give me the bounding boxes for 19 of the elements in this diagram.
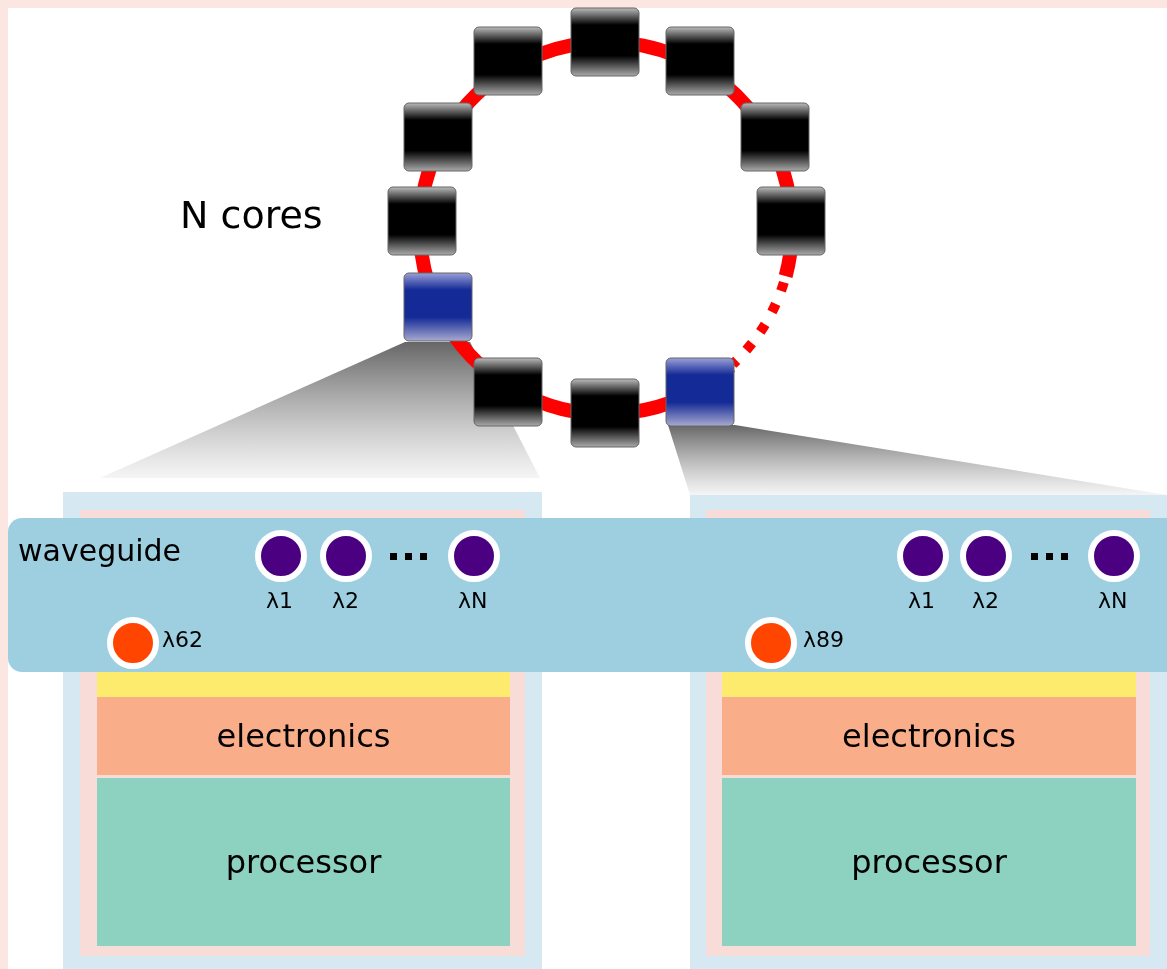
node-label: processor [225, 846, 382, 878]
cores-label: N cores [180, 196, 323, 234]
node-label: electronics [216, 720, 391, 752]
wavelength-label: λ2 [972, 590, 1000, 612]
wavelength-label: λN [1098, 590, 1128, 612]
waveguide-band [8, 518, 1167, 672]
wavelength-label: λN [458, 590, 488, 612]
wavelength-label: λ62 [162, 629, 203, 651]
processor-block [722, 778, 1136, 946]
wavelength-label: λ1 [266, 590, 294, 612]
electronics-layer [97, 697, 510, 775]
processor-block [97, 778, 510, 946]
wavelength-label: λ1 [908, 590, 936, 612]
wavelength-label: λ89 [803, 629, 844, 651]
electronics-layer [722, 697, 1136, 775]
node-label: processor [851, 846, 1007, 878]
wavelength-label: λ2 [332, 590, 360, 612]
node-label: electronics [842, 720, 1016, 752]
node-label: waveguide [18, 536, 182, 566]
